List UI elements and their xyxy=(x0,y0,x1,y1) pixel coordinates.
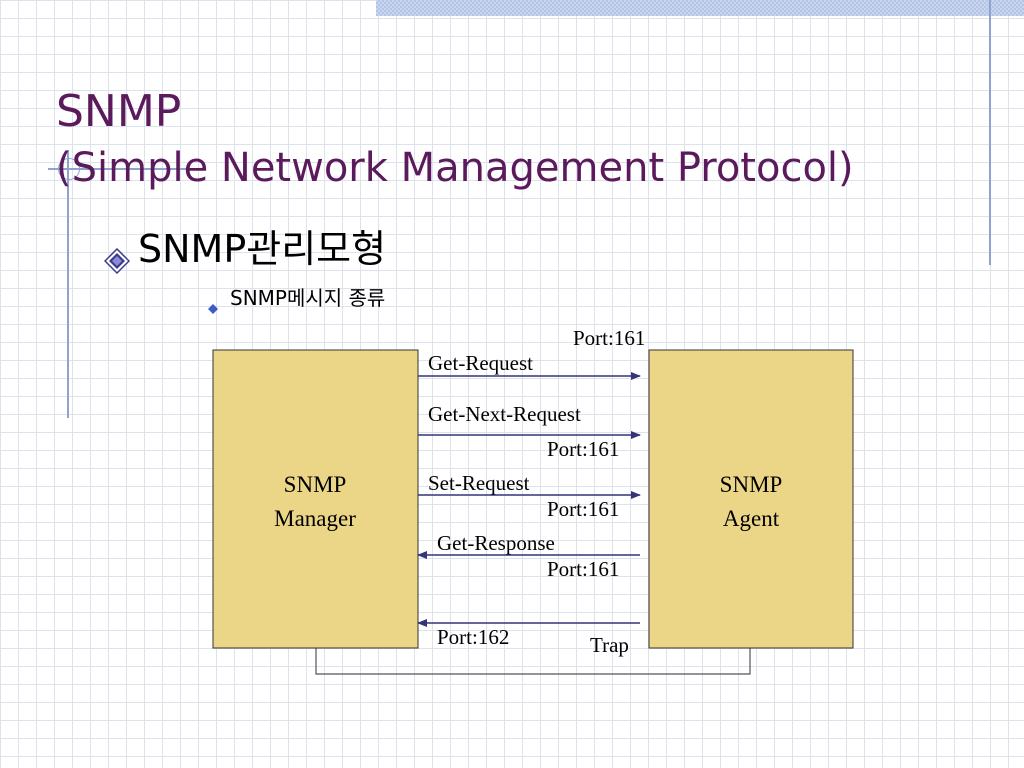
small-diamond-bullet-icon xyxy=(208,293,218,314)
manager-label-line-2: Manager xyxy=(274,506,356,531)
title-line-1: SNMP xyxy=(56,86,182,137)
snmp-agent-box xyxy=(648,349,854,649)
get-request-label: Get-Request xyxy=(428,351,533,375)
port-label-trap: Port:162 xyxy=(437,625,509,649)
bullet-level-2-text: SNMP메시지 종류 xyxy=(230,286,386,310)
right-decoration-line xyxy=(989,0,991,265)
bullet-level-1: SNMP관리모형 xyxy=(103,224,387,275)
bullet-level-2: SNMP메시지 종류 xyxy=(208,284,386,314)
agent-label-line-2: Agent xyxy=(723,506,780,531)
header-decoration-band xyxy=(376,0,1024,16)
decoration-circle xyxy=(58,158,80,180)
port-label-top: Port:161 xyxy=(573,326,645,350)
agent-label-line-1: SNMP xyxy=(720,472,783,497)
loop-line xyxy=(315,648,751,675)
port-label-response: Port:161 xyxy=(547,557,619,581)
left-decoration-line xyxy=(67,150,69,418)
title-decoration-line xyxy=(48,168,188,170)
get-next-request-label: Get-Next-Request xyxy=(428,402,581,426)
set-request-label: Set-Request xyxy=(428,471,530,495)
trap-label: Trap xyxy=(590,633,629,657)
get-response-label: Get-Response xyxy=(437,531,555,555)
diamond-bullet-icon xyxy=(103,236,131,275)
manager-label-line-1: SNMP xyxy=(284,472,347,497)
bullet-level-1-text: SNMP관리모형 xyxy=(138,227,387,271)
port-label-set: Port:161 xyxy=(547,497,619,521)
snmp-manager-box xyxy=(212,349,419,649)
slide-title: SNMP (Simple Network Management Protocol… xyxy=(56,84,854,196)
port-label-get-next: Port:161 xyxy=(547,437,619,461)
title-line-2: (Simple Network Management Protocol) xyxy=(56,145,854,191)
